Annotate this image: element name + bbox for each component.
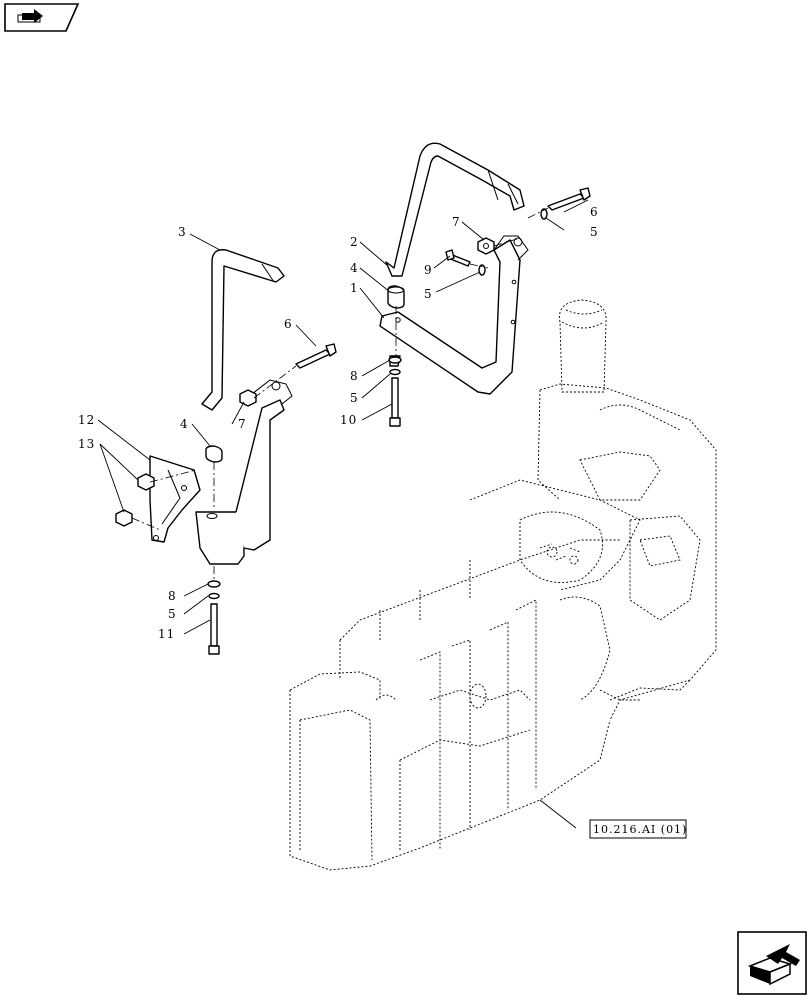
- callout-10: 10: [340, 413, 357, 427]
- callout-6-right: 6: [590, 205, 599, 219]
- fuel-tank-outline: [289, 299, 717, 871]
- reference-link[interactable]: 10.216.AI (01): [589, 819, 687, 839]
- callout-8-right: 8: [350, 369, 359, 383]
- callout-6-left: 6: [284, 317, 293, 331]
- forward-arrow-icon[interactable]: [737, 931, 807, 995]
- leader-lines: [97, 199, 589, 829]
- callout-13: 13: [78, 437, 95, 451]
- callout-7-left: 7: [238, 417, 247, 431]
- callout-numbers: 1 2 3 4 4 5 5 5 5 6 6 7 7 8 8 9 10 11 12…: [78, 205, 599, 641]
- callout-5-d: 5: [168, 607, 177, 621]
- callout-8-left: 8: [168, 589, 177, 603]
- callout-4-right: 4: [350, 261, 359, 275]
- callout-12: 12: [78, 413, 95, 427]
- callout-11: 11: [158, 627, 175, 641]
- callout-9: 9: [424, 263, 433, 277]
- callout-5-a: 5: [590, 225, 599, 239]
- callout-1: 1: [350, 281, 359, 295]
- callout-3: 3: [178, 225, 187, 239]
- callout-5-b: 5: [424, 287, 433, 301]
- callout-7-right: 7: [452, 215, 461, 229]
- left-strap-assembly: [115, 249, 337, 655]
- callout-2: 2: [350, 235, 359, 249]
- reference-label: 10.216.AI (01): [593, 823, 687, 836]
- callout-4-left: 4: [180, 417, 189, 431]
- right-strap-assembly: [379, 142, 591, 427]
- callout-5-c: 5: [350, 391, 359, 405]
- back-arrow-icon[interactable]: [4, 3, 80, 32]
